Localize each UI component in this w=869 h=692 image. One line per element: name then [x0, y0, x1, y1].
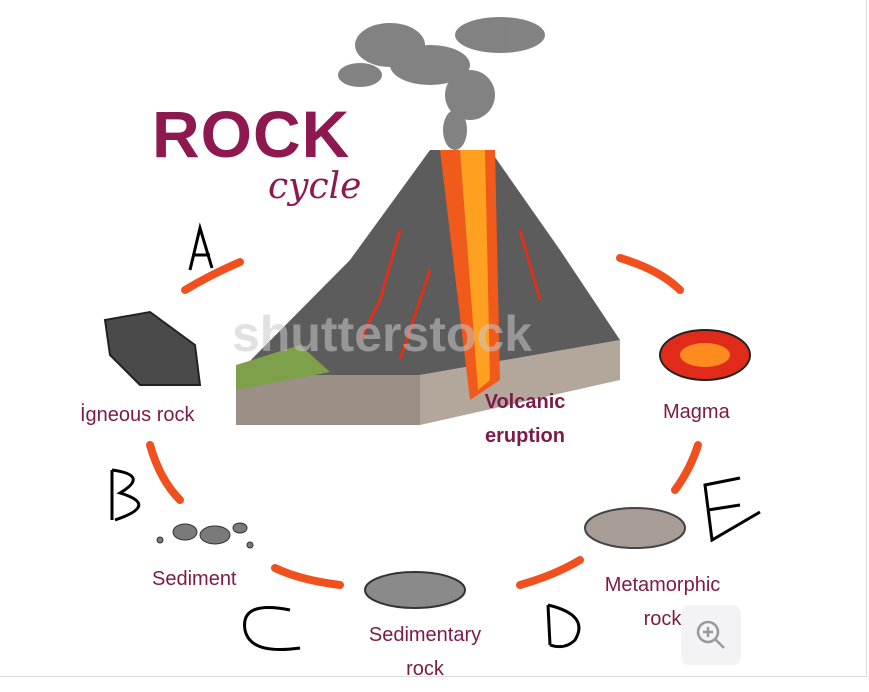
sediment-icon [156, 522, 254, 549]
zoom-in-icon [696, 620, 725, 649]
sedimentary-rock-icon [364, 571, 466, 609]
cycle-arrows [146, 254, 702, 589]
label-sediment: Sediment [152, 568, 237, 590]
metamorphic-rock-icon [584, 507, 686, 549]
diagram-title: ROCK [152, 97, 351, 171]
diagram-subtitle: cycle [268, 166, 362, 207]
label-volcanic-eruption: Volcanic eruption [484, 391, 566, 447]
image-frame [0, 0, 867, 677]
label-magma: Magma [663, 401, 730, 423]
igneous-rock-icon [103, 310, 202, 386]
label-igneous-rock: İgneous rock [80, 404, 195, 426]
volcano-icon [236, 150, 620, 425]
smoke-icon [338, 17, 545, 150]
handwritten-marks [110, 222, 761, 652]
zoom-in-button[interactable] [681, 605, 741, 665]
label-metamorphic-rock: Metamorphic rock [604, 574, 721, 630]
watermark: shutterstock [232, 306, 533, 362]
label-sedimentary-rock: Sedimentary rock [368, 624, 482, 680]
